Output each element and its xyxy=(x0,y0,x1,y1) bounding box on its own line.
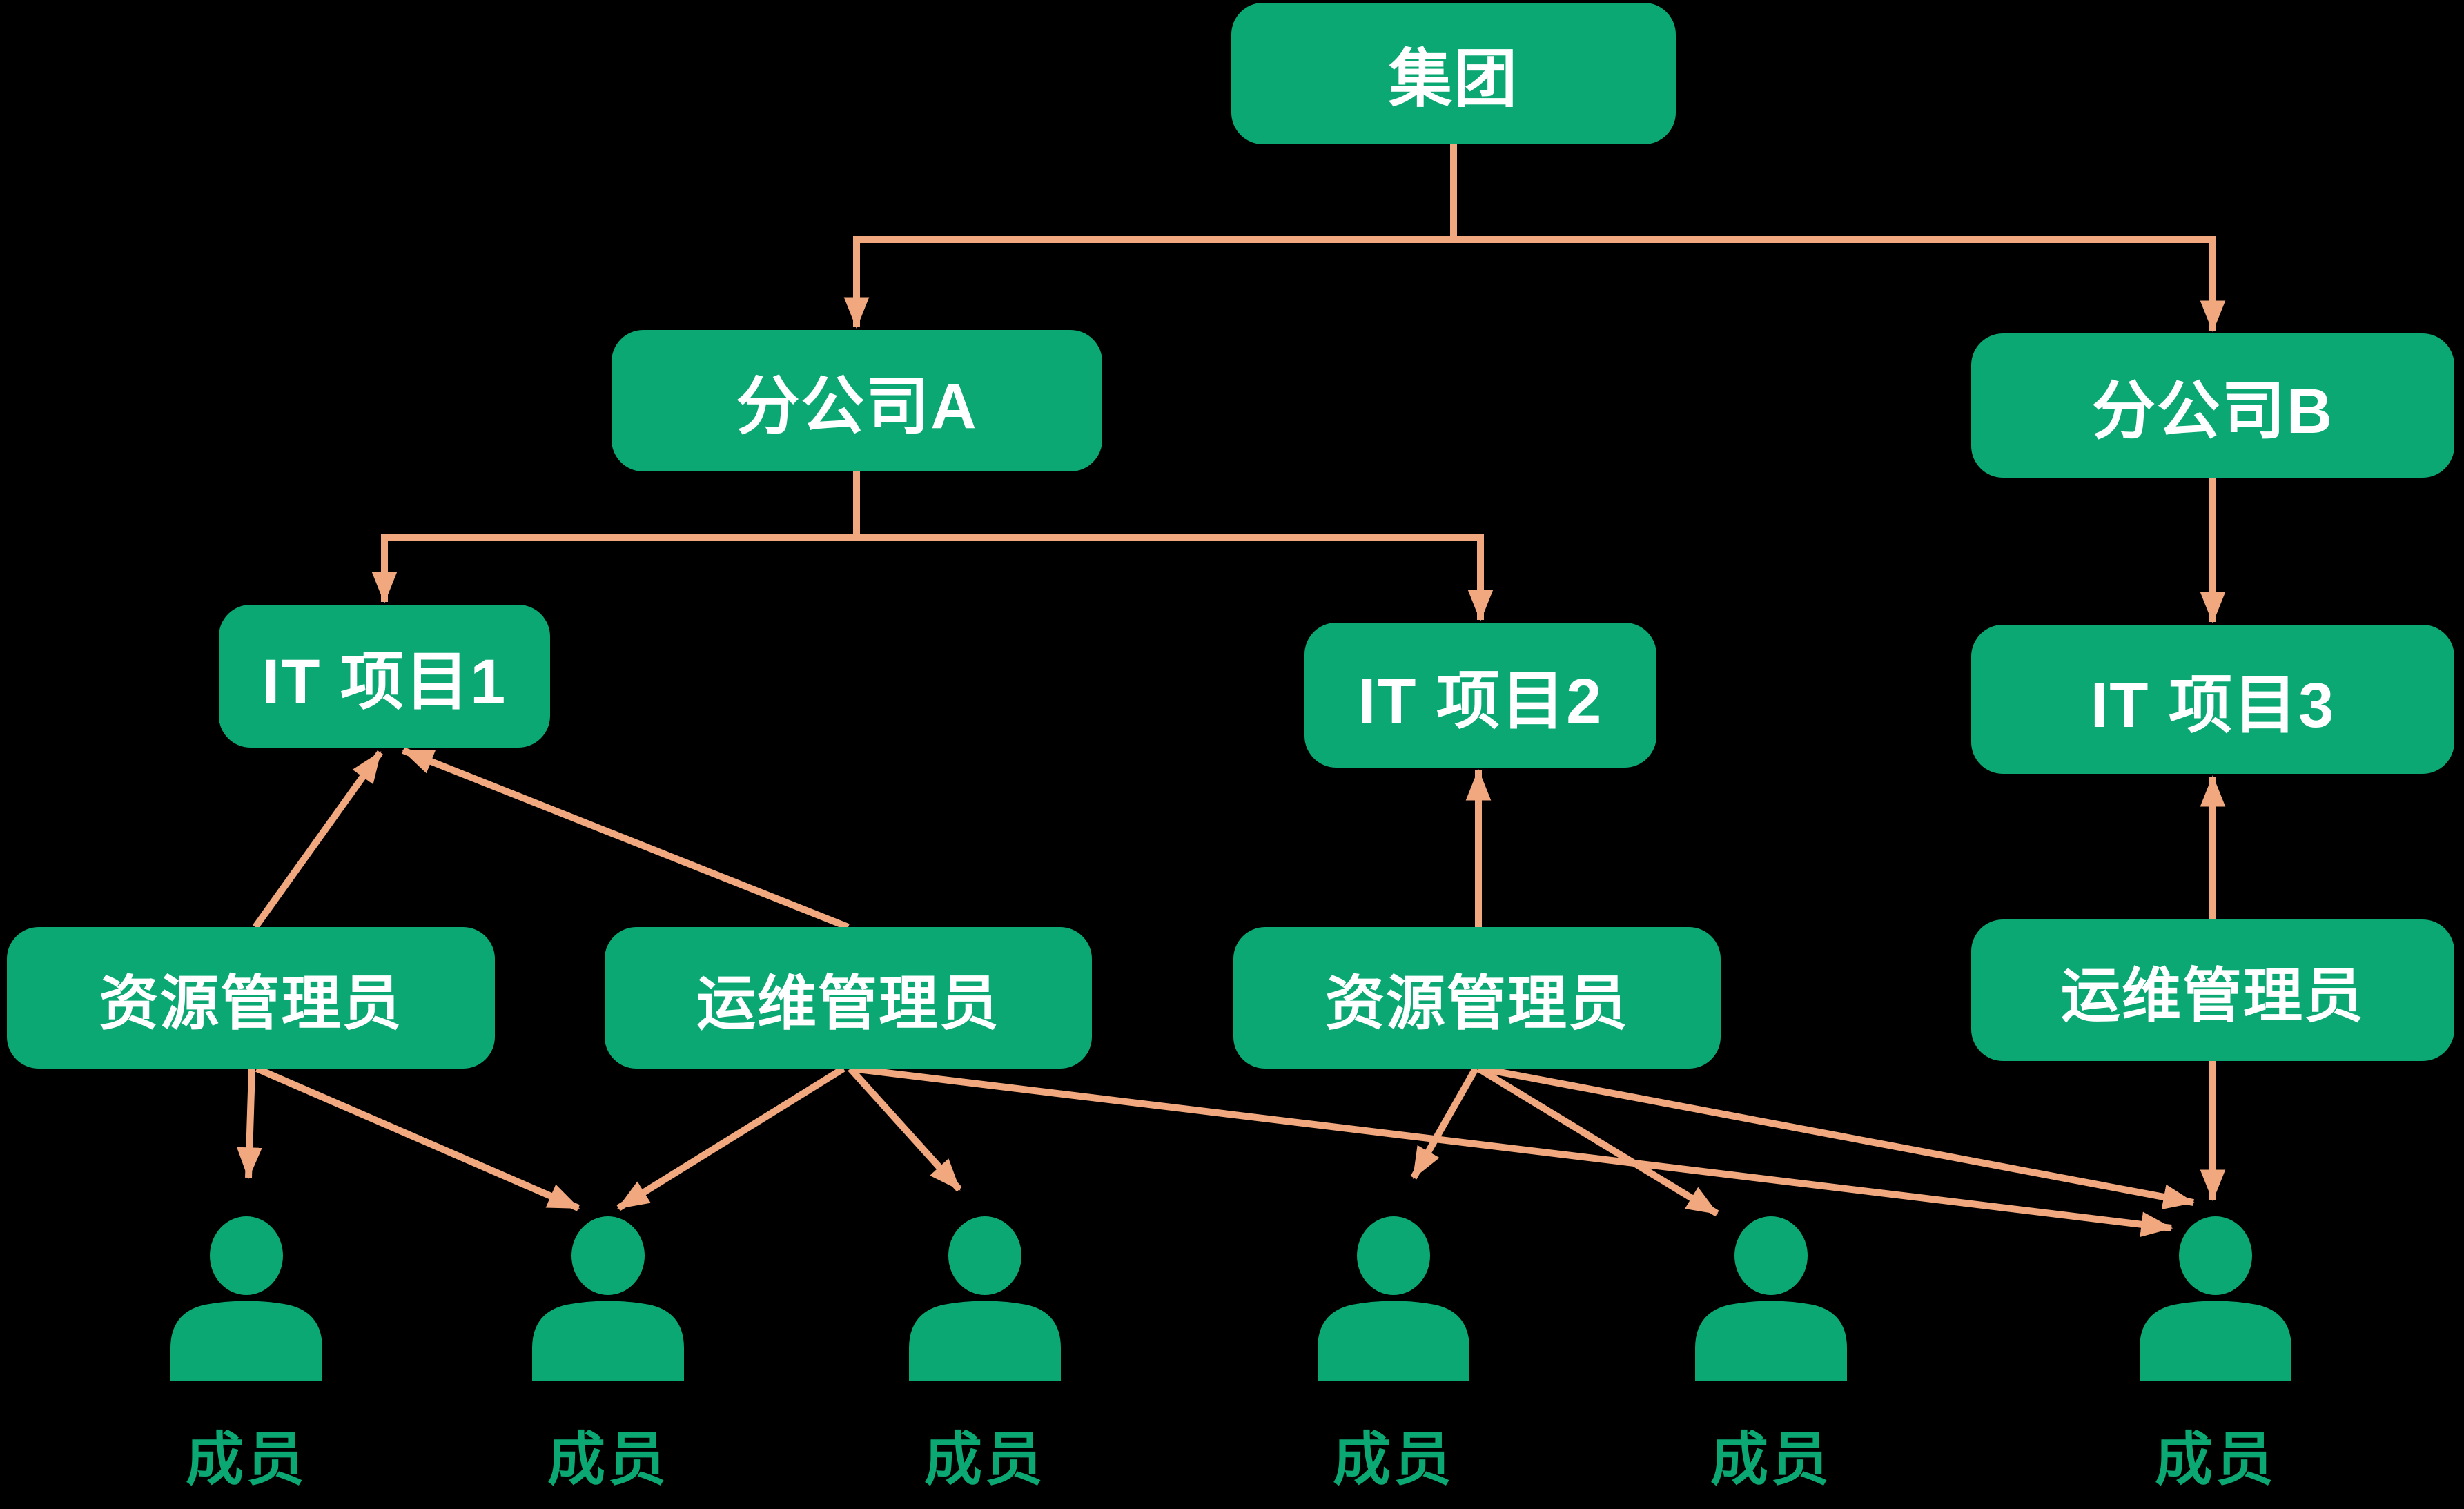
member-1: 成员 xyxy=(143,1203,350,1497)
edge-branch-a-to-project-2 xyxy=(857,534,1494,622)
member-1-label: 成员 xyxy=(185,1427,307,1492)
member-6: 成员 xyxy=(2112,1203,2319,1497)
member-3: 成员 xyxy=(881,1203,1088,1497)
person-icon xyxy=(1695,1216,1847,1381)
person-icon xyxy=(2140,1216,2291,1381)
member-4-label: 成员 xyxy=(1332,1427,1454,1492)
node-project-3: IT 项目3 xyxy=(1971,625,2454,774)
edge-ops-admin-1-to-member-6 xyxy=(851,1065,2173,1238)
node-resource-admin-2-label: 资源管理员 xyxy=(1325,971,1629,1037)
edge-resource-admin-1-to-member-2 xyxy=(255,1065,580,1211)
edge-resource-admin-1-to-project-1 xyxy=(252,750,384,929)
member-5: 成员 xyxy=(1668,1203,1875,1497)
node-project-1: IT 项目1 xyxy=(219,605,550,748)
node-group-label: 集团 xyxy=(1388,44,1518,115)
edge-ops-admin-1-to-project-1 xyxy=(401,747,850,931)
node-ops-admin-2: 运维管理员 xyxy=(1971,919,2454,1061)
person-icon xyxy=(532,1216,684,1381)
member-2: 成员 xyxy=(505,1203,712,1497)
edge-resource-admin-2-to-member-6 xyxy=(1480,1065,2196,1210)
node-resource-admin-2: 资源管理员 xyxy=(1233,927,1721,1069)
edge-group-to-branch-a xyxy=(843,141,1457,329)
edge-resource-admin-2-to-member-5 xyxy=(1476,1065,1719,1217)
edge-ops-admin-1-to-member-3 xyxy=(848,1066,962,1192)
node-resource-admin-1: 资源管理员 xyxy=(7,927,495,1069)
member-4: 成员 xyxy=(1290,1203,1497,1497)
node-branch-a-label: 分公司A xyxy=(736,371,978,442)
edge-resource-admin-1-to-member-1 xyxy=(236,1068,262,1180)
person-icon xyxy=(1318,1216,1469,1381)
edge-ops-admin-1-to-member-2 xyxy=(616,1065,845,1211)
node-project-2: IT 项目2 xyxy=(1304,623,1656,768)
person-icon xyxy=(909,1216,1061,1381)
node-project-3-label: IT 项目3 xyxy=(2090,670,2336,741)
edge-branch-a-to-project-1 xyxy=(371,468,860,604)
node-project-2-label: IT 项目2 xyxy=(1358,665,1603,737)
member-5-label: 成员 xyxy=(1710,1427,1832,1492)
node-branch-a: 分公司A xyxy=(612,330,1102,471)
node-project-1-label: IT 项目1 xyxy=(262,647,507,717)
node-ops-admin-1: 运维管理员 xyxy=(605,927,1092,1069)
node-resource-admin-1-label: 资源管理员 xyxy=(99,971,403,1037)
edge-group-to-branch-b xyxy=(1454,236,2226,333)
edge-resource-admin-2-to-member-4 xyxy=(1410,1067,1479,1180)
node-branch-b-label: 分公司B xyxy=(2091,376,2334,447)
member-3-label: 成员 xyxy=(923,1427,1046,1492)
node-ops-admin-2-label: 运维管理员 xyxy=(2061,963,2365,1029)
node-ops-admin-1-label: 运维管理员 xyxy=(696,971,1000,1037)
member-6-label: 成员 xyxy=(2154,1427,2276,1492)
person-icon xyxy=(170,1216,322,1381)
node-branch-b: 分公司B xyxy=(1971,333,2454,478)
node-group: 集团 xyxy=(1231,3,1676,144)
member-2-label: 成员 xyxy=(547,1427,669,1492)
